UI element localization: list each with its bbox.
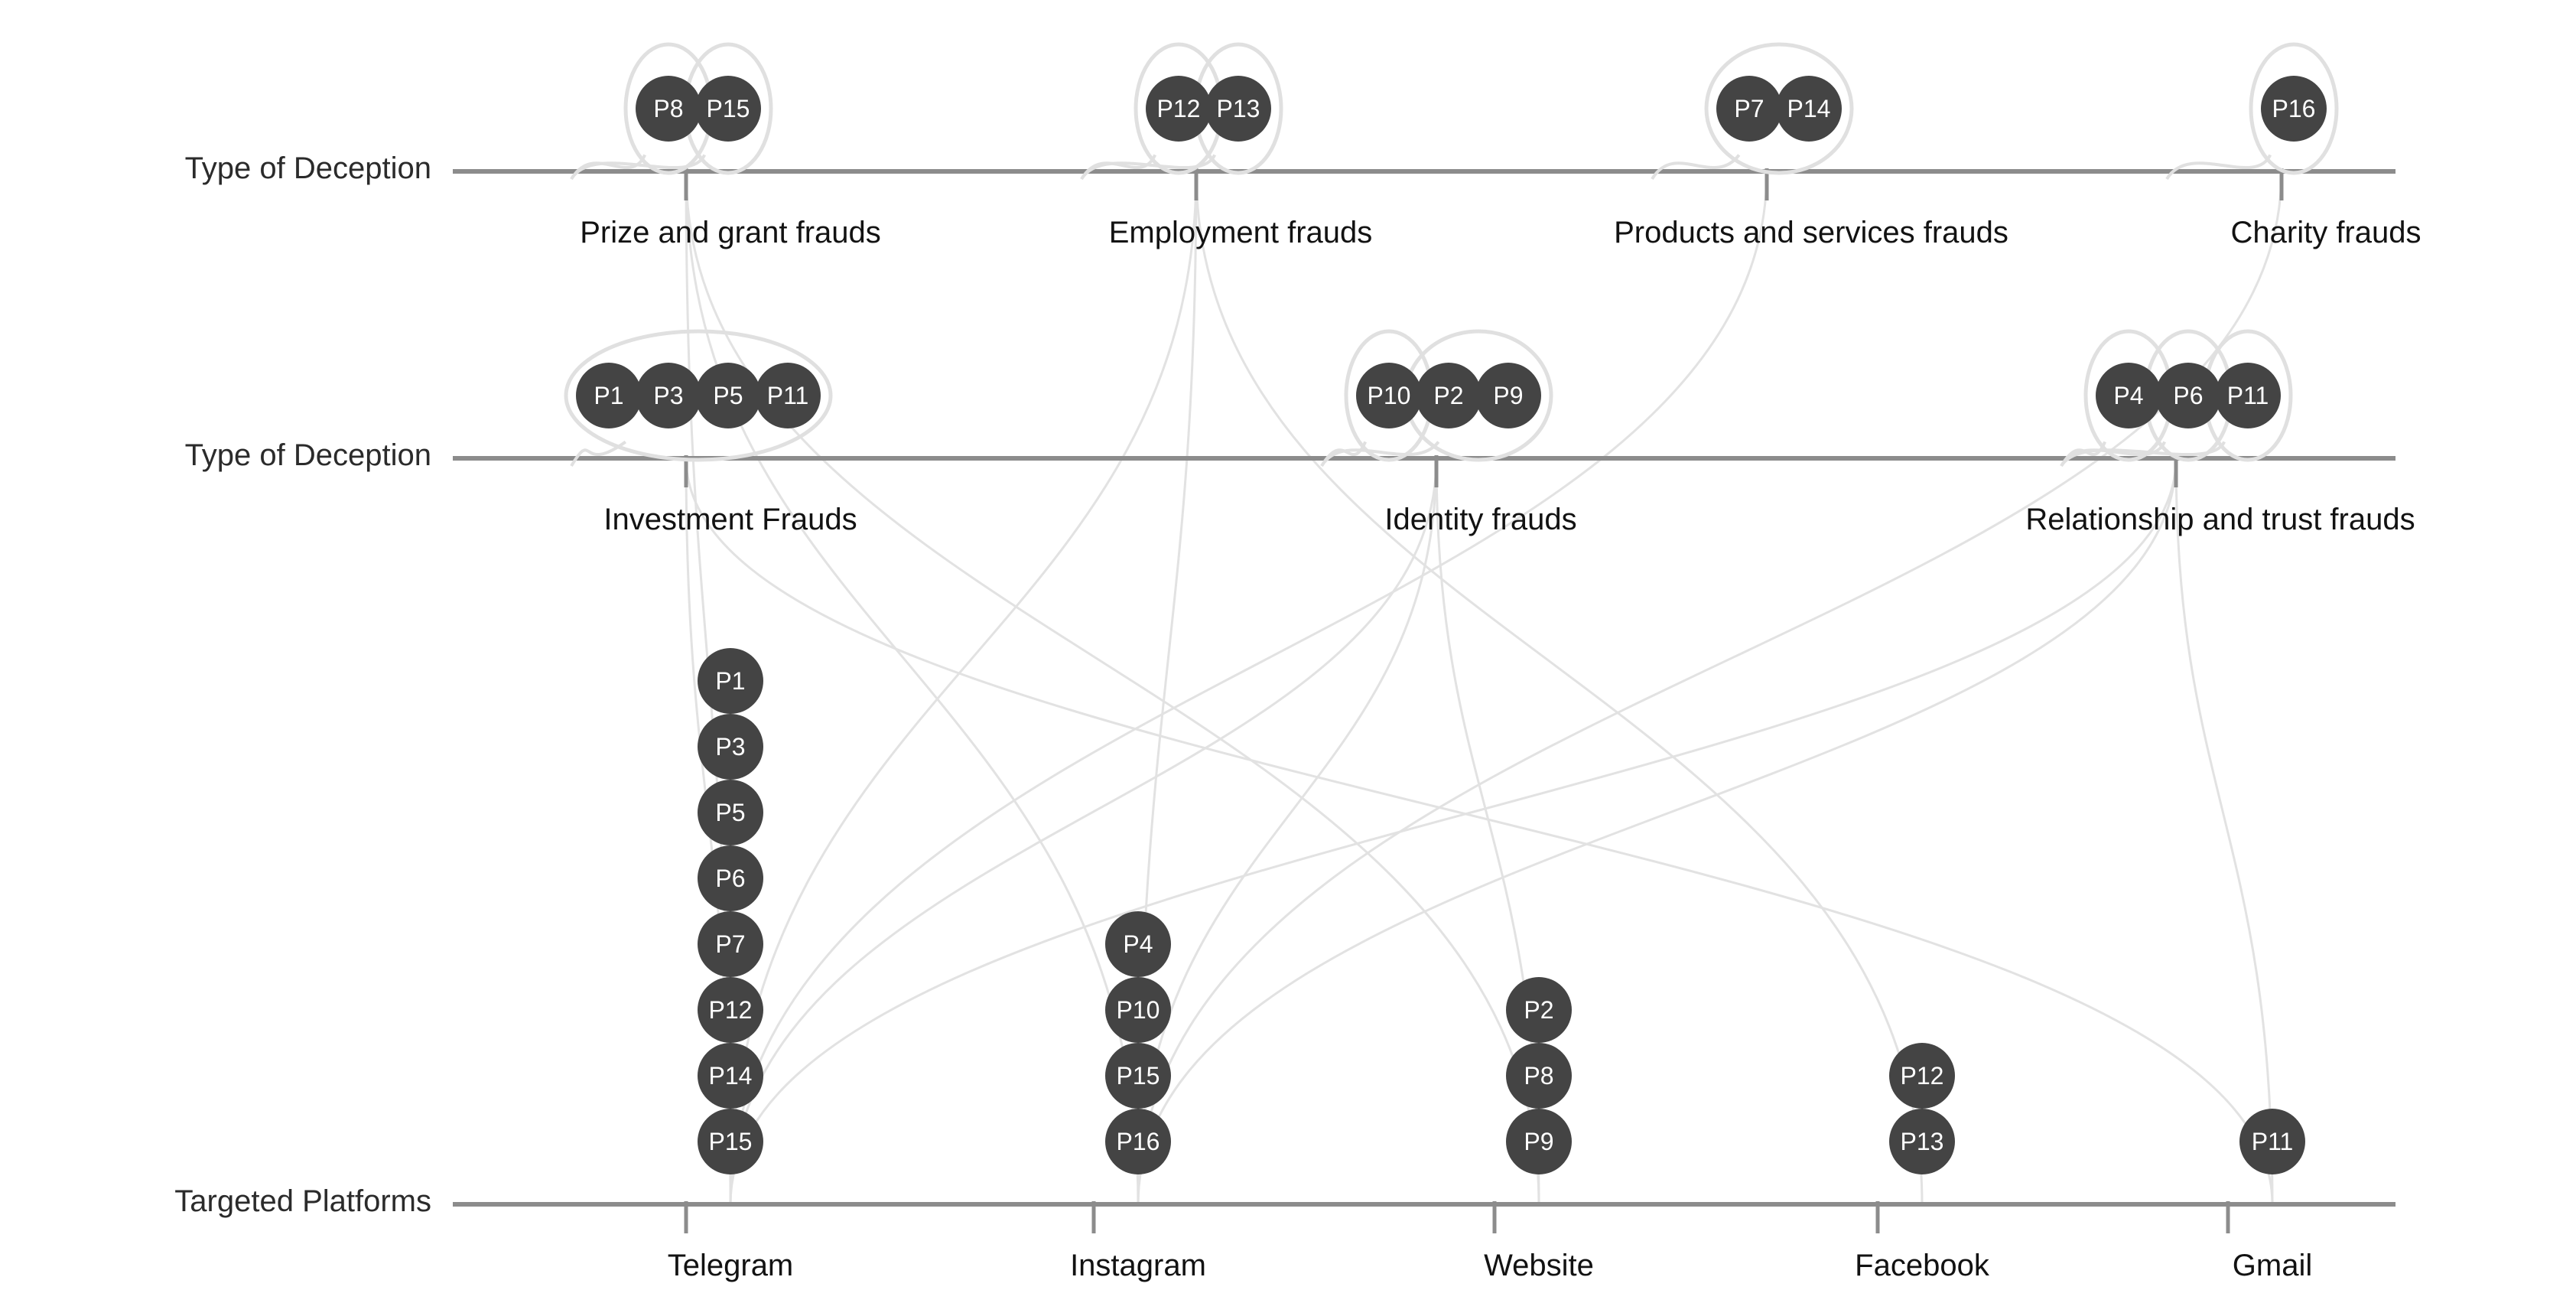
axis-name-label: Type of Deception (184, 151, 431, 185)
tick-label-employment-frauds[interactable]: Employment frauds (1108, 216, 1373, 249)
tick-label-telegram[interactable]: Telegram (667, 1249, 794, 1282)
participant-node[interactable]: P5 (695, 363, 761, 428)
connection-curves (685, 171, 2283, 1205)
participant-node[interactable]: P12 (1146, 76, 1212, 142)
tick-label-facebook[interactable]: Facebook (1855, 1249, 1989, 1282)
hyperedge-tail (570, 154, 647, 181)
participant-node[interactable]: P12 (698, 977, 763, 1043)
participant-node[interactable]: P7 (1716, 76, 1782, 142)
connection-curve (1137, 171, 2283, 1205)
connection-curve (1137, 458, 1438, 1205)
participant-node[interactable]: P7 (698, 911, 763, 977)
participant-node[interactable]: P9 (1506, 1109, 1572, 1174)
tick-label-charity-frauds[interactable]: Charity frauds (2230, 216, 2422, 249)
tick-label-gmail[interactable]: Gmail (2232, 1249, 2313, 1282)
participant-node[interactable]: P16 (1105, 1109, 1171, 1174)
hyperedge-outline (1704, 42, 1854, 175)
participant-node[interactable]: P10 (1356, 363, 1422, 428)
participant-node[interactable]: P1 (698, 648, 763, 714)
axis-name-label: Targeted Platforms (174, 1184, 431, 1218)
tick-label-relationship-and-trust-frauds[interactable]: Relationship and trust frauds (2025, 503, 2415, 536)
participant-node[interactable]: P14 (698, 1043, 763, 1109)
participant-node[interactable]: P11 (2215, 363, 2281, 428)
participant-node[interactable]: P13 (1889, 1109, 1955, 1174)
participant-node[interactable]: P14 (1776, 76, 1842, 142)
hyperedge-tail (570, 440, 627, 467)
hyperedge-tail (1320, 441, 1368, 467)
hyperedge-outline (2249, 42, 2339, 175)
participant-node[interactable]: P4 (2096, 363, 2161, 428)
connection-curve (1195, 171, 1924, 1205)
tick-label-prize-and-grant-frauds[interactable]: Prize and grant frauds (580, 216, 881, 249)
connection-curve (1137, 458, 2178, 1205)
participant-node[interactable]: P8 (1506, 1043, 1572, 1109)
participant-node[interactable]: P6 (2155, 363, 2221, 428)
participant-node[interactable]: P11 (755, 363, 821, 428)
participant-node[interactable]: P2 (1416, 363, 1482, 428)
participant-node[interactable]: P11 (2239, 1109, 2305, 1174)
connection-curve (729, 171, 1768, 1205)
hyperedge-tail (2060, 441, 2226, 467)
connection-curve (685, 171, 1540, 1205)
hyperedge-tail (570, 154, 707, 181)
hyperedge-tail (1080, 154, 1157, 181)
participant-node[interactable]: P3 (636, 363, 701, 428)
participant-node[interactable]: P15 (1105, 1043, 1171, 1109)
participant-node[interactable]: P6 (698, 845, 763, 911)
connection-curve (685, 458, 2274, 1205)
connection-curve (729, 458, 1438, 1205)
connection-curve (2174, 458, 2274, 1205)
participant-node[interactable]: P10 (1105, 977, 1171, 1043)
participant-node[interactable]: P15 (698, 1109, 763, 1174)
participant-node[interactable]: P16 (2261, 76, 2327, 142)
tick-label-identity-frauds[interactable]: Identity frauds (1384, 503, 1577, 536)
hyperedge-tail (1080, 154, 1217, 181)
participant-node[interactable]: P4 (1105, 911, 1171, 977)
participant-node[interactable]: P9 (1475, 363, 1541, 428)
participant-node[interactable]: P13 (1205, 76, 1271, 142)
axis-name-label: Type of Deception (184, 438, 431, 472)
tick-label-instagram[interactable]: Instagram (1070, 1249, 1206, 1282)
hyperedge-tail (2165, 154, 2272, 181)
hyperedge-tail (1651, 154, 1741, 181)
participant-node[interactable]: P8 (636, 76, 701, 142)
connection-curve (729, 458, 2178, 1205)
hyperedge-tail (1320, 441, 1440, 467)
participant-node[interactable]: P12 (1889, 1043, 1955, 1109)
tick-label-website[interactable]: Website (1484, 1249, 1594, 1282)
tick-label-investment-frauds[interactable]: Investment Frauds (603, 503, 857, 536)
participant-node[interactable]: P15 (695, 76, 761, 142)
participant-node[interactable]: P3 (698, 714, 763, 780)
participant-node[interactable]: P2 (1506, 977, 1572, 1043)
participant-node[interactable]: P1 (576, 363, 642, 428)
hyperedge-outline (564, 329, 833, 462)
participant-node[interactable]: P5 (698, 780, 763, 845)
tick-label-products-and-services-frauds[interactable]: Products and services frauds (1614, 216, 2008, 249)
